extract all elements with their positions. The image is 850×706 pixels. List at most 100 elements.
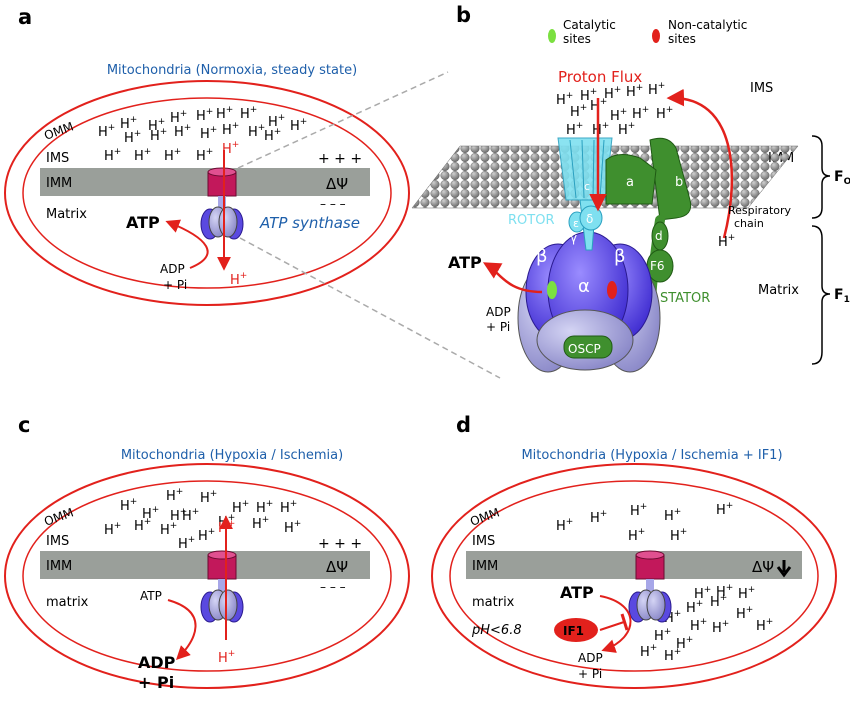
proton-glyph: H+	[628, 527, 645, 544]
proton-glyph: H+	[592, 121, 609, 138]
imm-label-a: IMM	[46, 176, 72, 191]
catalytic-site-legend-icon	[548, 29, 556, 43]
proton-glyph: H+	[664, 647, 681, 664]
matrix-label-b: Matrix	[758, 283, 799, 298]
panel-d-label: d	[456, 413, 471, 437]
proton-glyph: H+	[280, 499, 297, 516]
proton-glyph: H+	[150, 127, 167, 144]
adp-label-a: ADP	[160, 262, 185, 276]
subunit-epsilon: ε	[573, 217, 579, 230]
proton-glyph: H+	[120, 115, 137, 132]
proton-glyph: H+	[604, 85, 621, 102]
subunit-c: c	[584, 180, 590, 193]
if1-label: IF1	[563, 624, 584, 638]
protons-a: H+H+H+H+H+H+H+H+H+H+H+H+H+H+H+H+H+H+H+H+	[98, 105, 307, 164]
plus-signs-c: + + +	[318, 536, 362, 552]
catalytic-site	[547, 281, 557, 299]
proton-glyph: H+	[618, 121, 635, 138]
panel-a-label: a	[18, 5, 32, 29]
protons-c: H+H+H+H+H+H+H+H+H+H+H+H+H+H+H+H+H+	[104, 487, 301, 552]
proton-glyph: H+	[664, 507, 681, 524]
rotor-label: ROTOR	[508, 213, 554, 228]
panel-c-label: c	[18, 413, 30, 437]
pi-label-d: + Pi	[578, 667, 602, 681]
minus-signs-a: – – –	[320, 197, 346, 211]
pi-label-a: + Pi	[163, 278, 187, 292]
panel-c-title: Mitochondria (Hypoxia / Ischemia)	[121, 448, 343, 463]
proton-glyph: H+	[670, 527, 687, 544]
proton-glyph: H+	[626, 83, 643, 100]
proton-glyph: H+	[712, 619, 729, 636]
proton-glyph: H+	[566, 121, 583, 138]
atp-arrow-a	[165, 219, 209, 269]
proton-glyph: H+	[104, 147, 121, 164]
proton-glyph: H+	[216, 105, 233, 122]
ph-label-d: pH<6.8	[471, 623, 522, 638]
proton-bottom-c: H+	[218, 649, 235, 666]
proton-glyph: H+	[200, 125, 217, 142]
proton-glyph: H+	[248, 123, 265, 140]
proton-glyph: H+	[590, 509, 607, 526]
subunit-beta-left: β	[536, 246, 548, 267]
ims-label-b: IMS	[750, 81, 773, 96]
proton-glyph: H+	[690, 617, 707, 634]
proton-glyph: H+	[222, 121, 239, 138]
if1-inhibitor	[554, 618, 598, 642]
subunit-gamma: γ	[570, 231, 577, 245]
proton-glyph: H+	[134, 147, 151, 164]
omm-label-c: OMM	[42, 505, 75, 528]
proton-glyph: H+	[256, 499, 273, 516]
atp-arrow-b	[482, 262, 543, 294]
proton-glyph: H+	[104, 521, 121, 538]
inner-ellipse-c	[22, 480, 392, 672]
proton-glyph: H+	[98, 123, 115, 140]
pi-label-c: + Pi	[138, 673, 174, 692]
proton-glyph: H+	[664, 609, 681, 626]
subunit-alpha: α	[578, 276, 590, 297]
proton-glyph: H+	[556, 91, 573, 108]
omm-label-a: OMM	[42, 119, 75, 142]
matrix-label-c: matrix	[46, 595, 89, 610]
ims-label-a: IMS	[46, 151, 69, 166]
proton-glyph: H+	[240, 105, 257, 122]
enzyme-label-a: ATP synthase	[259, 214, 360, 232]
proton-glyph: H+	[284, 519, 301, 536]
adp-label-c: ADP	[138, 653, 176, 672]
proton-glyph: H+	[640, 643, 657, 660]
panel-c: c Mitochondria (Hypoxia / Ischemia) OMM …	[4, 413, 410, 692]
proton-glyph: H+	[632, 105, 649, 122]
adp-arrow-d	[599, 595, 632, 653]
subunit-oscp: OSCP	[568, 342, 601, 356]
fo-brace	[811, 135, 831, 219]
adp-arrow-c	[167, 599, 197, 660]
minus-signs-c: – – –	[320, 580, 346, 594]
subunit-f6: F6	[650, 259, 665, 273]
potential-down-arrow-icon	[776, 560, 792, 578]
matrix-label-a: Matrix	[46, 207, 87, 222]
proton-glyph: H+	[252, 515, 269, 532]
inner-ellipse-d	[449, 480, 819, 672]
proton-glyph: H+	[676, 635, 693, 652]
atp-label-c: ATP	[140, 589, 162, 603]
atp-label-b: ATP	[448, 253, 482, 272]
proton-glyph: H+	[120, 497, 137, 514]
proton-glyph: H+	[694, 585, 711, 602]
proton-glyph: H+	[264, 127, 281, 144]
respiratory-chain-arrow	[666, 88, 734, 239]
pi-label-b: + Pi	[486, 320, 510, 334]
proton-glyph: H+	[654, 627, 671, 644]
proton-glyph: H+	[198, 527, 215, 544]
non-catalytic-site	[607, 281, 617, 299]
zoom-line-top	[237, 71, 449, 169]
atp-label-a: ATP	[126, 213, 160, 232]
proton-glyph: H+	[268, 113, 285, 130]
stator-b-subunit	[649, 137, 692, 221]
imm-band-d	[466, 551, 802, 579]
proton-glyph: H+	[630, 502, 647, 519]
panel-a-title: Mitochondria (Normoxia, steady state)	[107, 63, 357, 78]
panel-d: d Mitochondria (Hypoxia / Ischemia + IF1…	[431, 413, 837, 689]
proton-glyph: H+	[200, 489, 217, 506]
